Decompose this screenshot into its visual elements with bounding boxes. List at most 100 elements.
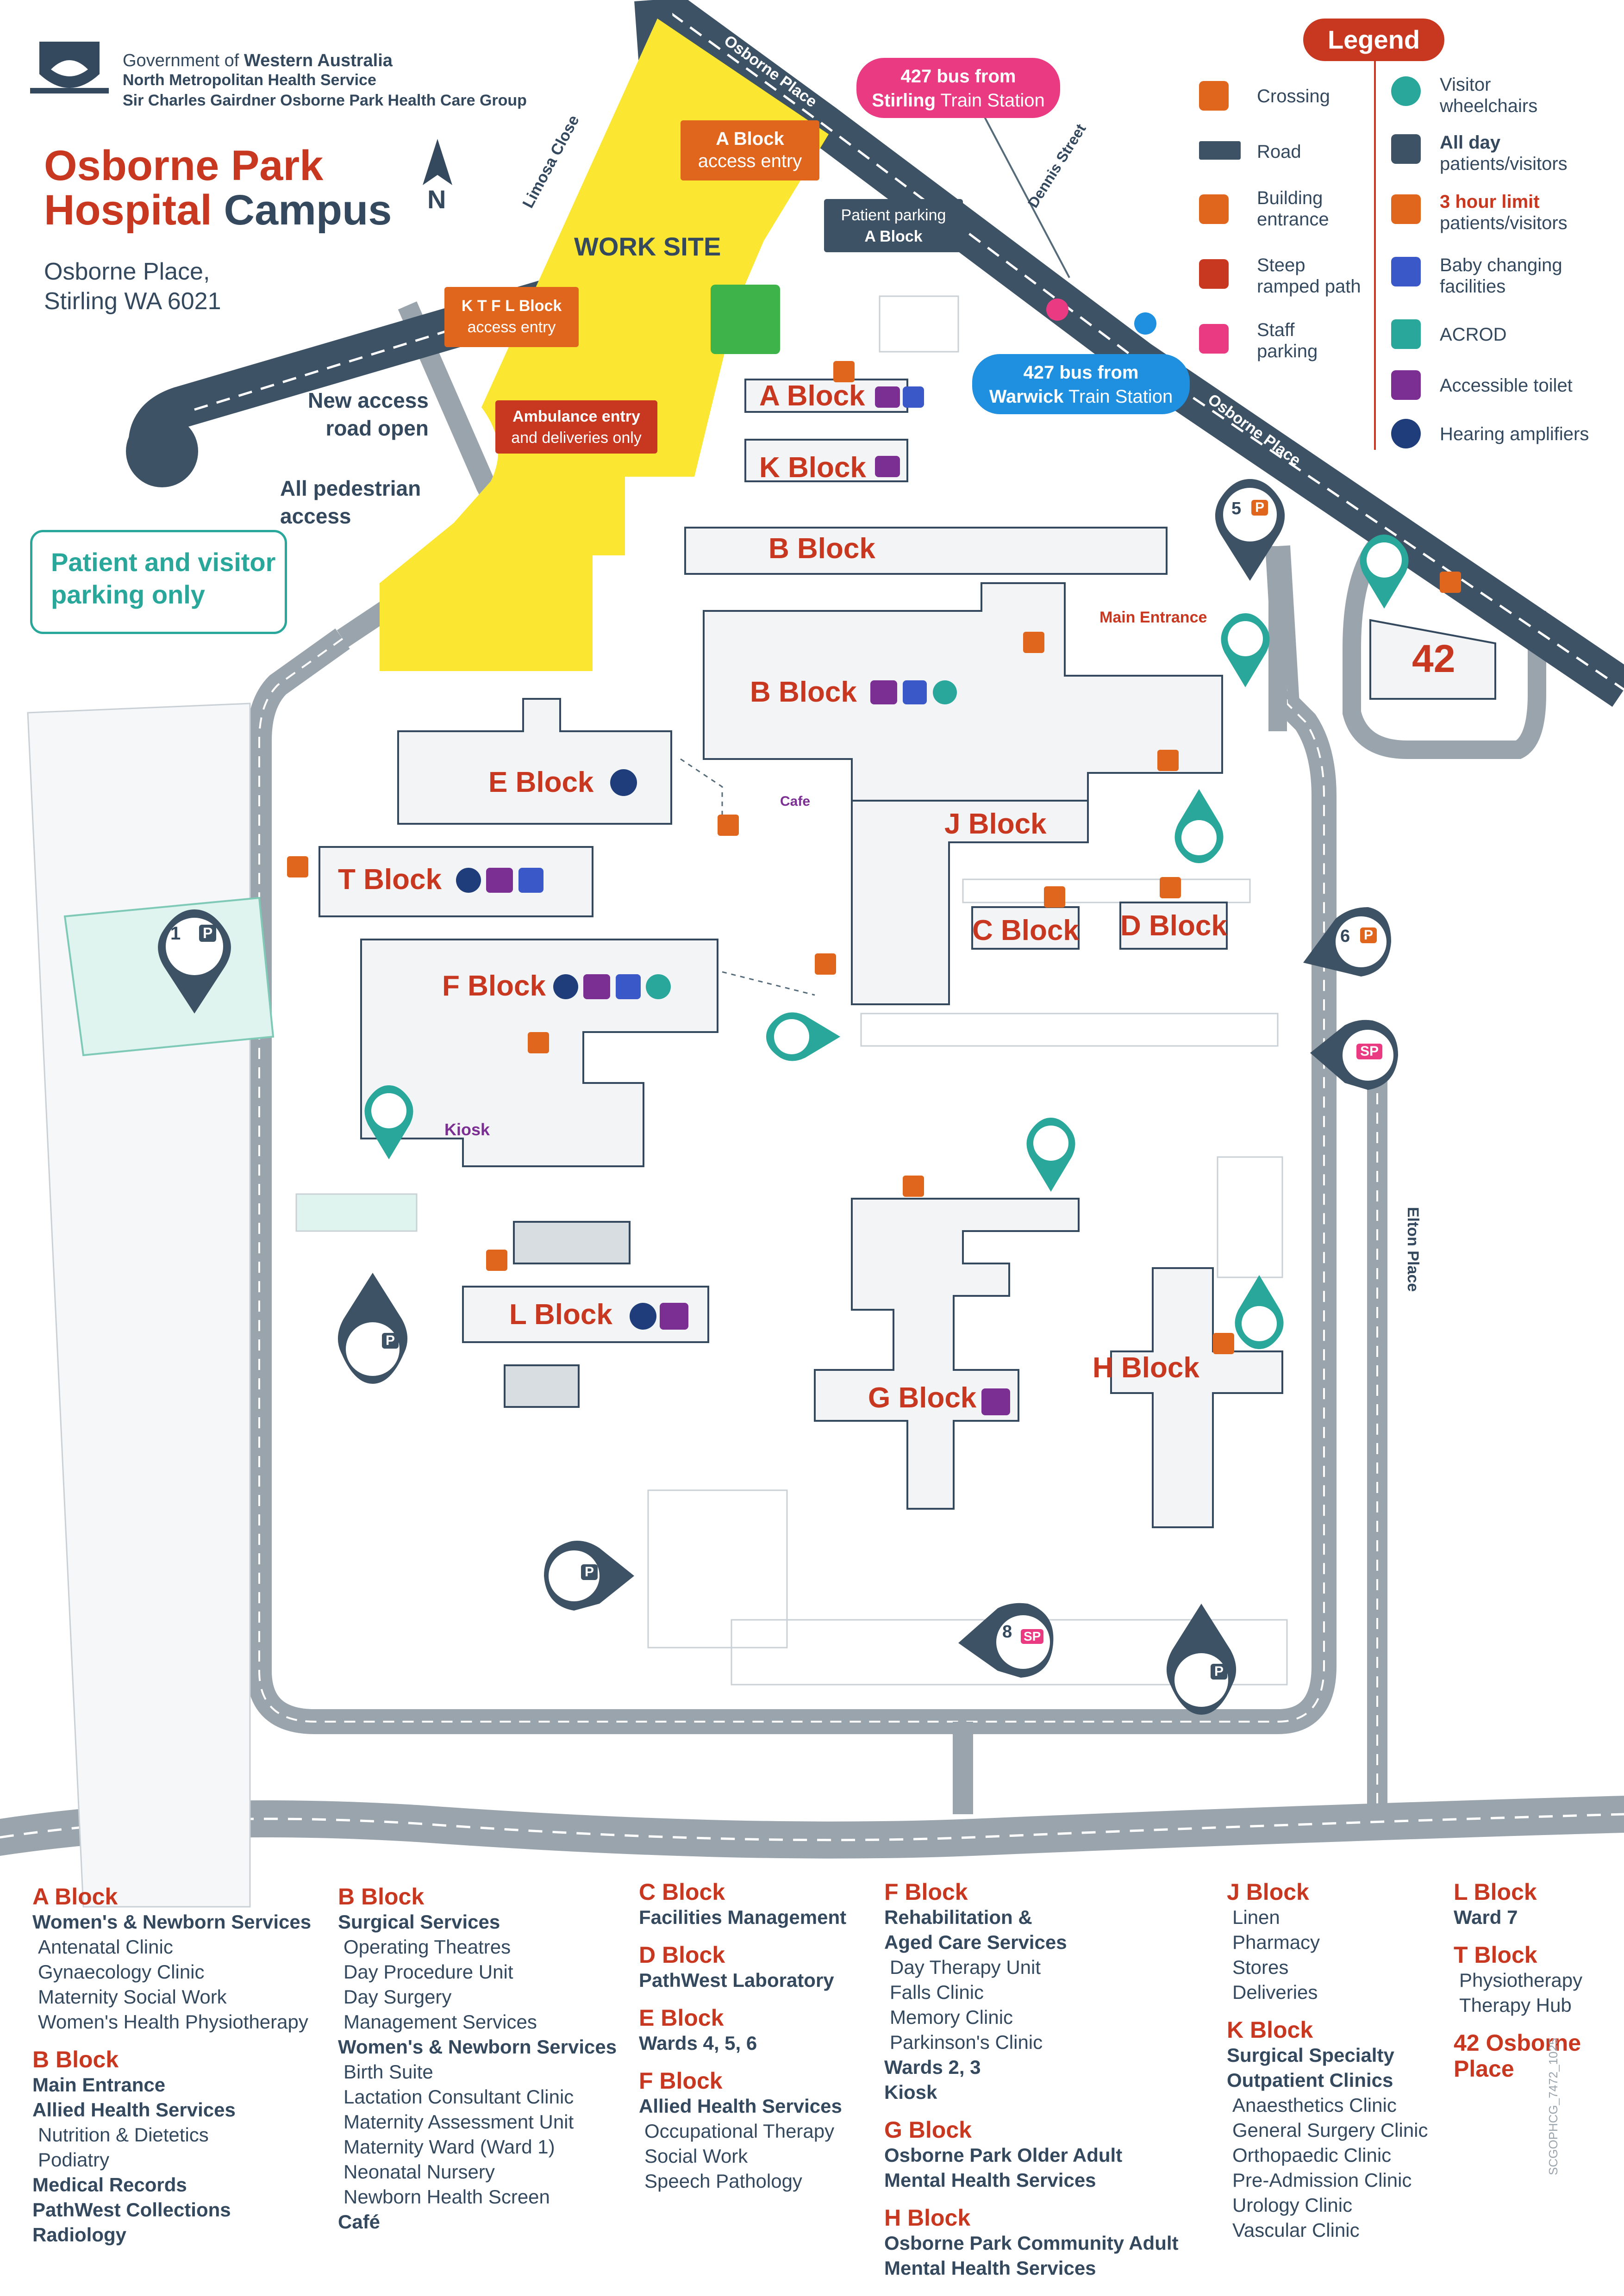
acrod-pin[interactable] bbox=[1218, 611, 1273, 690]
entrance-icon bbox=[486, 1250, 507, 1271]
ktfl-access-callout: K T F L Block access entry bbox=[444, 287, 579, 347]
building-j bbox=[851, 800, 1089, 1005]
k-block-wc-icon bbox=[875, 456, 900, 477]
building-e bbox=[397, 698, 672, 825]
directory-item: Occupational Therapy bbox=[644, 2120, 835, 2142]
acrod-pin[interactable] bbox=[1231, 1273, 1287, 1351]
directory-block-heading: B Block bbox=[338, 1884, 425, 1910]
bottom-road bbox=[0, 1796, 1624, 1859]
entrance-icon bbox=[1213, 1333, 1234, 1354]
parking-pin-6[interactable]: 6 P bbox=[1303, 907, 1391, 981]
building-entrance-icon bbox=[1199, 194, 1229, 224]
elton-place-label: Elton Place bbox=[1404, 1207, 1422, 1292]
directory-service: Outpatient Clinics bbox=[1227, 2069, 1393, 2091]
legend-title: Legend bbox=[1303, 19, 1444, 61]
acrod-icon bbox=[1391, 319, 1421, 349]
directory-block-heading: 42 Osborne Place bbox=[1454, 2030, 1581, 2082]
directory-item: Podiatry bbox=[38, 2149, 110, 2171]
government-crest bbox=[25, 32, 113, 106]
directory-item: Women's Health Physiotherapy bbox=[38, 2011, 308, 2033]
g-block-wc-icon bbox=[981, 1388, 1010, 1415]
k-block-label: K Block bbox=[759, 452, 866, 484]
staff-parking-pin[interactable]: SP bbox=[1310, 1018, 1398, 1092]
directory-item: Urology Clinic bbox=[1232, 2194, 1353, 2216]
entrance-icon bbox=[528, 1032, 549, 1053]
directory-service: Wards 4, 5, 6 bbox=[639, 2032, 757, 2054]
bus-warwick-callout: 427 bus from Warwick Train Station bbox=[972, 354, 1190, 414]
directory-item: Pre-Admission Clinic bbox=[1232, 2169, 1412, 2191]
t-block-baby-icon bbox=[518, 868, 543, 893]
directory-item: Memory Clinic bbox=[890, 2006, 1013, 2028]
directory-item: Deliveries bbox=[1232, 1981, 1318, 2003]
parking-pin-south-right[interactable]: P bbox=[1162, 1601, 1241, 1717]
directory-item: Speech Pathology bbox=[644, 2170, 802, 2192]
building-b-main bbox=[703, 582, 1223, 815]
directory-item: Antenatal Clinic bbox=[38, 1936, 173, 1958]
entrance-icon bbox=[1157, 750, 1179, 771]
acrod-pin[interactable] bbox=[1023, 1115, 1079, 1194]
legend-hearing: Hearing amplifiers bbox=[1440, 424, 1589, 444]
directory-block-heading: A Block bbox=[32, 1884, 118, 1910]
directory-item: Social Work bbox=[644, 2145, 748, 2167]
bus-stop-warwick-icon bbox=[1134, 312, 1156, 335]
parking-pin-1[interactable]: 1 P bbox=[153, 907, 236, 1018]
directory-block-heading: T Block bbox=[1454, 1942, 1537, 1968]
directory-item: Lactation Consultant Clinic bbox=[344, 2086, 574, 2108]
parking-pin-south-left[interactable]: P bbox=[542, 1539, 634, 1613]
crossing-icon bbox=[1199, 81, 1229, 111]
baby-changing-icon bbox=[1391, 257, 1421, 286]
work-site-muster-icon bbox=[711, 285, 780, 354]
t-block-label: T Block bbox=[338, 864, 442, 896]
acrod-pin[interactable] bbox=[1356, 532, 1412, 611]
bus-stop-stirling-icon bbox=[1046, 299, 1068, 321]
road-icon bbox=[1199, 141, 1241, 160]
work-site-area bbox=[380, 19, 829, 671]
b-block-wheelchair-icon bbox=[933, 680, 957, 704]
directory-item: Parkinson's Clinic bbox=[890, 2031, 1043, 2053]
dennis-street bbox=[981, 111, 1070, 278]
steep-ramped-path-icon bbox=[1199, 259, 1229, 289]
directory-block-heading: K Block bbox=[1227, 2017, 1313, 2043]
directory-item: Day Therapy Unit bbox=[890, 1956, 1041, 1978]
entrance-icon bbox=[815, 953, 836, 975]
page-title: Osborne Park Hospital Campus bbox=[44, 142, 392, 234]
b-block-top-label: B Block bbox=[768, 533, 875, 565]
hearing-amplifier-icon bbox=[1391, 419, 1421, 448]
acrod-pin[interactable] bbox=[1171, 787, 1227, 865]
acrod-pin[interactable] bbox=[361, 1083, 417, 1162]
directory-item: Operating Theatres bbox=[344, 1936, 511, 1958]
entrance-icon bbox=[903, 1176, 924, 1197]
e-block-hearing-icon bbox=[610, 769, 637, 796]
g-block-label: G Block bbox=[868, 1382, 977, 1414]
patient-parking-a-callout: Patient parking A Block bbox=[824, 199, 963, 252]
directory-item: Newborn Health Screen bbox=[344, 2186, 550, 2208]
parking-pin-l[interactable]: P bbox=[333, 1270, 412, 1386]
directory-item: Vascular Clinic bbox=[1232, 2219, 1360, 2241]
directory-service: Allied Health Services bbox=[639, 2095, 842, 2117]
entrance-icon bbox=[1440, 572, 1461, 593]
l-block-label: L Block bbox=[509, 1299, 612, 1331]
visitor-wheelchair-icon bbox=[1391, 76, 1421, 106]
acrod-pin[interactable] bbox=[764, 1009, 843, 1064]
building-b-top bbox=[684, 527, 1168, 575]
directory-item: Day Surgery bbox=[344, 1986, 452, 2008]
directory-item: Pharmacy bbox=[1232, 1931, 1320, 1953]
directory-block-heading: B Block bbox=[32, 2047, 119, 2072]
gov-header: Government of Western Australia bbox=[123, 51, 393, 70]
parking-pin-8[interactable]: 8 SP bbox=[958, 1601, 1056, 1680]
building-l-annex2 bbox=[504, 1364, 580, 1408]
directory-item: Day Procedure Unit bbox=[344, 1961, 513, 1983]
directory-service: Women's & Newborn Services bbox=[32, 1911, 312, 1933]
legend-accessible-toilet: Accessible toilet bbox=[1440, 375, 1573, 396]
parking-pin-5[interactable]: 5 P bbox=[1211, 477, 1289, 583]
directory-service: Osborne Park Older Adult bbox=[884, 2144, 1123, 2166]
main-entrance-label: Main Entrance bbox=[1099, 609, 1207, 626]
